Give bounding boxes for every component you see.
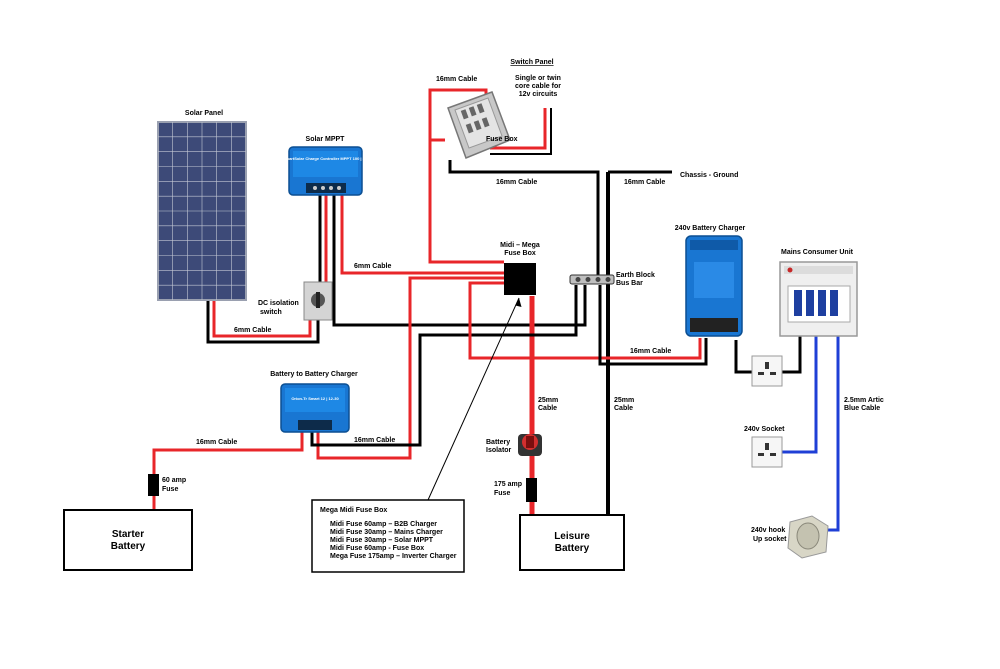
legend-line-1: Midi Fuse 60amp – B2B Charger: [330, 521, 437, 528]
label-earth-block-2: Bus Bar: [616, 280, 643, 287]
label-cable-25mm-b-1: 25mm: [614, 397, 634, 404]
wire-fusebox-feed: [428, 140, 504, 264]
label-fuse-60-1: 60 amp: [162, 477, 186, 484]
legend-box: [311, 499, 465, 573]
label-chassis-ground: Chassis - Ground: [680, 172, 738, 179]
dc-isolation-switch: [303, 281, 333, 321]
solar-panel: [157, 121, 247, 301]
label-cable-16mm-right: 16mm Cable: [624, 179, 665, 186]
hookup-socket-240v: [787, 515, 829, 559]
label-cable-16mm-mid: 16mm Cable: [496, 179, 537, 186]
socket-240v: [751, 436, 783, 468]
label-leisure-battery-2: Battery: [555, 543, 590, 554]
battery-charger-240v: [685, 235, 743, 337]
label-cable-25mm-b-2: Cable: [614, 405, 633, 412]
wire-mppt-positive: [340, 195, 504, 275]
label-battery-isolator-2: Isolator: [486, 447, 512, 454]
wire-b2b-negative: [310, 285, 578, 447]
b2b-charger: Orion-Tr Smart 12 | 12-30: [280, 383, 350, 433]
wire-charger-positive: [468, 281, 702, 360]
label-cable-25mm-a-2: Cable: [538, 405, 557, 412]
label-mains-consumer-unit: Mains Consumer Unit: [781, 249, 854, 256]
label-fuse-box: Fuse Box: [486, 136, 518, 143]
label-cable-16mm-top: 16mm Cable: [436, 76, 477, 83]
label-dc-isolation-1: DC isolation: [258, 300, 299, 307]
b2b-device-text: Orion-Tr Smart 12 | 12-30: [291, 396, 339, 401]
label-switch-panel: Switch Panel: [510, 59, 553, 66]
midi-mega-fuse-box: [504, 263, 536, 295]
label-cable-16mm-left: 16mm Cable: [196, 439, 237, 446]
label-fuse-175-1: 175 amp: [494, 481, 522, 488]
label-midi-mega-1: Midi – Mega: [500, 242, 540, 249]
wire-fusebox-negative: [448, 160, 600, 278]
wire-panel-positive: [212, 300, 312, 338]
label-arctic-cable-1: 2.5mm Artic: [844, 397, 884, 404]
wire-b2b-output: [316, 276, 504, 460]
fuse-175-amp: [526, 478, 537, 502]
solar-mppt: SmartSolar Charge Controller MPPT 100 | …: [283, 146, 368, 196]
wire-ac-hookup: [826, 336, 840, 532]
label-starter-battery-2: Battery: [111, 541, 146, 552]
label-switch-note-1: Single or twin: [515, 75, 561, 82]
label-earth-block-1: Earth Block: [616, 272, 655, 279]
label-fuse-175-2: Fuse: [494, 490, 510, 497]
legend-line-4: Midi Fuse 60amp - Fuse Box: [330, 545, 424, 552]
wire-charger-negative: [598, 285, 708, 366]
label-cable-25mm-a-1: 25mm: [538, 397, 558, 404]
mppt-device-text: SmartSolar Charge Controller MPPT 100 | …: [283, 156, 368, 161]
label-switch-note-2: core cable for: [515, 83, 561, 90]
label-switch-note-3: 12v circuits: [519, 91, 558, 98]
label-solar-panel: Solar Panel: [185, 110, 223, 117]
fuse-box: [447, 91, 511, 159]
leisure-battery: [519, 514, 625, 571]
starter-battery: [63, 509, 193, 571]
label-cable-16mm-charger: 16mm Cable: [630, 348, 671, 355]
earth-block-bus-bar: [569, 274, 615, 285]
label-midi-mega-2: Fuse Box: [504, 250, 536, 257]
label-starter-battery-1: Starter: [112, 529, 144, 540]
label-dc-isolation-2: switch: [260, 309, 282, 316]
wire-ac-socket: [782, 336, 818, 454]
wire-mains-charger: [734, 340, 752, 374]
label-cable-6mm-panel: 6mm Cable: [234, 327, 271, 334]
battery-isolator: [518, 434, 542, 456]
wire-mppt-negative: [332, 195, 587, 327]
legend-line-2: Midi Fuse 30amp – Mains Charger: [330, 529, 443, 536]
legend-title: Mega Midi Fuse Box: [320, 507, 387, 514]
label-cable-16mm-b2b: 16mm Cable: [354, 437, 395, 444]
label-hookup-240v-1: 240v hook: [751, 527, 785, 534]
label-solar-mppt: Solar MPPT: [306, 136, 346, 143]
wire-panel-negative: [206, 300, 320, 344]
mains-socket-top: [751, 355, 783, 387]
mains-consumer-unit: [779, 261, 858, 337]
wire-switch-black: [490, 108, 552, 155]
label-arctic-cable-2: Blue Cable: [844, 405, 880, 412]
legend-line-5: Mega Fuse 175amp – Inverter Charger: [330, 553, 457, 560]
label-fuse-60-2: Fuse: [162, 486, 178, 493]
label-cable-6mm-mppt: 6mm Cable: [354, 263, 391, 270]
label-hookup-240v-2: Up socket: [753, 536, 787, 543]
label-charger-240v: 240v Battery Charger: [675, 225, 746, 232]
label-b2b-charger: Battery to Battery Charger: [270, 371, 358, 378]
label-battery-isolator-1: Battery: [486, 439, 510, 446]
wire-switch-red: [490, 108, 547, 150]
legend-line-3: Midi Fuse 30amp – Solar MPPT: [330, 537, 434, 544]
legend-pointer: [427, 297, 520, 501]
fuse-60-amp: [148, 474, 159, 496]
label-socket-240v: 240v Socket: [744, 426, 785, 433]
label-leisure-battery-1: Leisure: [554, 531, 590, 542]
wire-mains-socket-top: [782, 336, 802, 374]
